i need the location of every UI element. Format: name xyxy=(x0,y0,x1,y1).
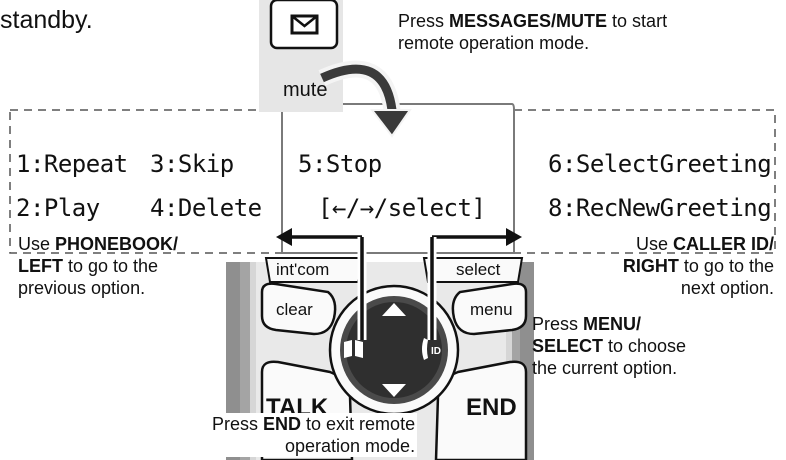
option-skip: 3:Skip xyxy=(150,150,234,178)
select-key[interactable] xyxy=(422,257,524,283)
end-suffix: to exit remote xyxy=(301,414,416,434)
messages-key-name: MESSAGES/MUTE xyxy=(449,11,608,31)
end-prefix: Press xyxy=(212,414,264,434)
intro-text: standby. xyxy=(0,6,93,34)
messages-line2: remote operation mode. xyxy=(398,33,590,53)
right-key-name2: RIGHT xyxy=(622,256,679,276)
intercom-key-label: int'com xyxy=(276,260,330,279)
phonebook-icon[interactable] xyxy=(344,340,363,358)
left-suffix: to go to the xyxy=(63,256,159,276)
left-key-name: PHONEBOOK/ xyxy=(55,234,179,254)
menu-key-label: menu xyxy=(470,300,513,319)
menu-key[interactable] xyxy=(451,282,528,336)
right-prefix: Use xyxy=(635,234,673,254)
menu-annotation: Press MENU/ SELECT to choose the current… xyxy=(532,313,686,379)
left-line3: previous option. xyxy=(18,278,146,298)
select-key-label: select xyxy=(456,260,501,279)
left-key-name2: LEFT xyxy=(18,256,63,276)
down-arrow-icon[interactable] xyxy=(382,384,406,397)
left-prefix: Use xyxy=(18,234,56,254)
right-arrow xyxy=(427,228,522,340)
menu-key-name: MENU/ xyxy=(583,314,642,334)
left-arrow xyxy=(276,228,367,340)
envelope-icon xyxy=(290,14,319,35)
menu-line3: the current option. xyxy=(532,358,678,378)
messages-suffix: to start xyxy=(607,11,668,31)
mute-key-label: mute xyxy=(283,79,328,101)
end-key-name: END xyxy=(263,414,302,434)
messages-annotation: Press MESSAGES/MUTE to start remote oper… xyxy=(398,10,667,54)
messages-prefix: Press xyxy=(398,11,450,31)
option-rec-new-greeting: 8:RecNewGreeting xyxy=(548,194,772,222)
end-annotation: Press END to exit remote operation mode. xyxy=(210,413,418,457)
option-delete: 4:Delete xyxy=(150,194,262,222)
clear-key-label: clear xyxy=(276,300,313,319)
right-annotation: Use CALLER ID/ RIGHT to go to the next o… xyxy=(623,233,774,299)
right-suffix: to go to the xyxy=(678,256,774,276)
navigation-pad[interactable] xyxy=(328,284,460,416)
clear-key[interactable] xyxy=(260,282,337,336)
option-select-greeting: 6:SelectGreeting xyxy=(548,150,772,178)
option-play: 2:Play xyxy=(16,194,100,222)
curved-arrow xyxy=(318,60,412,138)
up-arrow-icon[interactable] xyxy=(382,303,406,316)
svg-text:ID: ID xyxy=(431,346,441,357)
menu-key-name2: SELECT xyxy=(532,336,604,356)
right-line3: next option. xyxy=(680,278,774,298)
option-repeat: 1:Repeat xyxy=(16,150,128,178)
caller-id-icon[interactable]: ID xyxy=(422,338,441,360)
menu-suffix: to choose xyxy=(603,336,687,356)
left-annotation: Use PHONEBOOK/ LEFT to go to the previou… xyxy=(18,233,178,299)
right-key-name: CALLER ID/ xyxy=(673,234,774,254)
end-line2: operation mode. xyxy=(284,436,416,456)
screen-line2: [←/→/select] xyxy=(318,194,486,222)
options-dashed-frame xyxy=(9,109,776,254)
screen-line1: 5:Stop xyxy=(298,150,382,178)
end-key-label: END xyxy=(466,394,517,421)
menu-prefix: Press xyxy=(532,314,584,334)
